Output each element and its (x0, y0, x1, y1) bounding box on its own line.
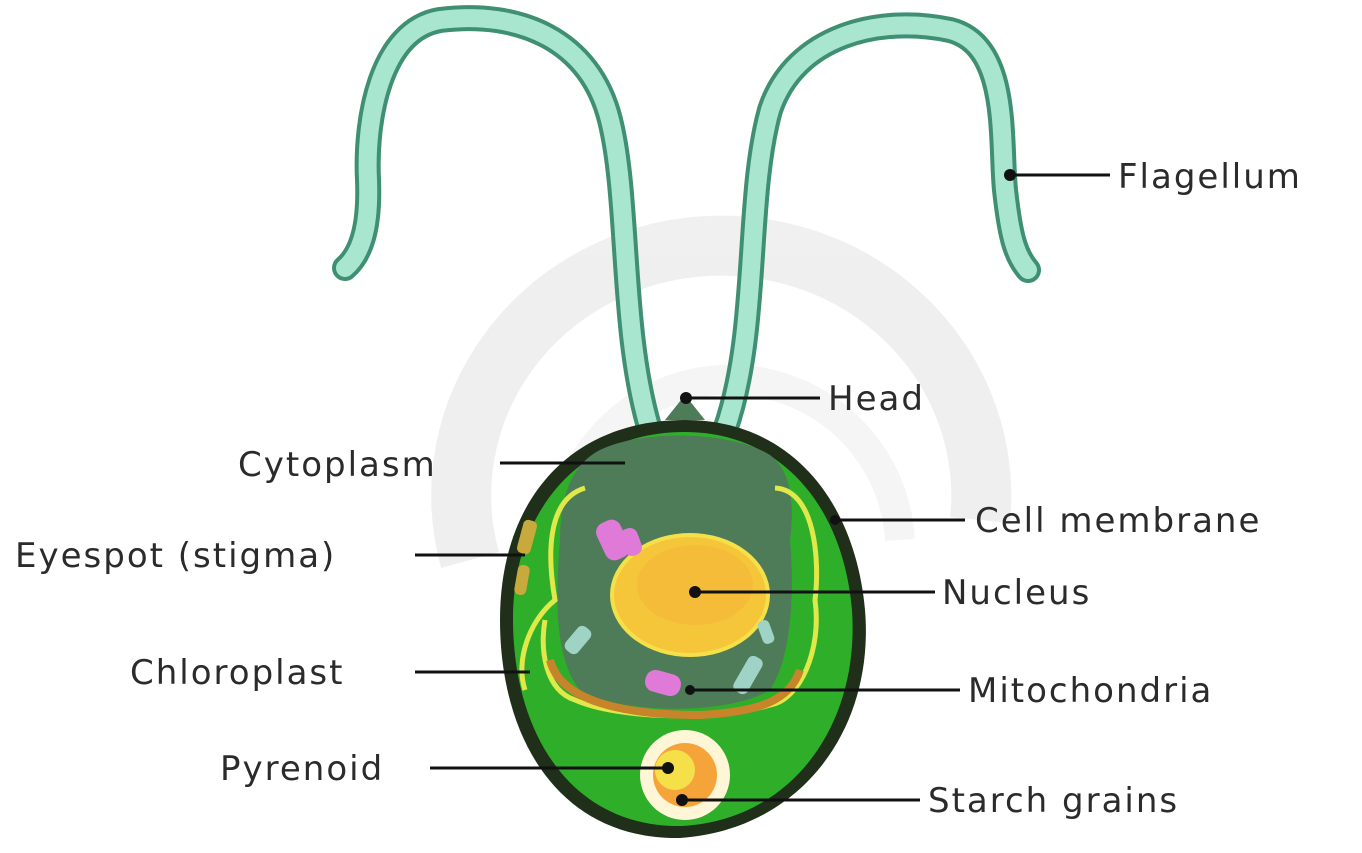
label-flagellum: Flagellum (1118, 157, 1302, 197)
label-cytoplasm: Cytoplasm (238, 445, 437, 485)
label-cell-membrane: Cell membrane (975, 501, 1261, 541)
label-pyrenoid: Pyrenoid (220, 749, 384, 789)
label-chloroplast: Chloroplast (130, 653, 344, 693)
label-nucleus: Nucleus (942, 573, 1091, 613)
label-starch-grains: Starch grains (928, 781, 1179, 821)
label-head: Head (828, 379, 925, 419)
cell-body (500, 395, 866, 838)
label-mitochondria: Mitochondria (968, 671, 1213, 711)
label-eyespot: Eyespot (stigma) (15, 536, 336, 576)
pyrenoid (640, 730, 730, 820)
